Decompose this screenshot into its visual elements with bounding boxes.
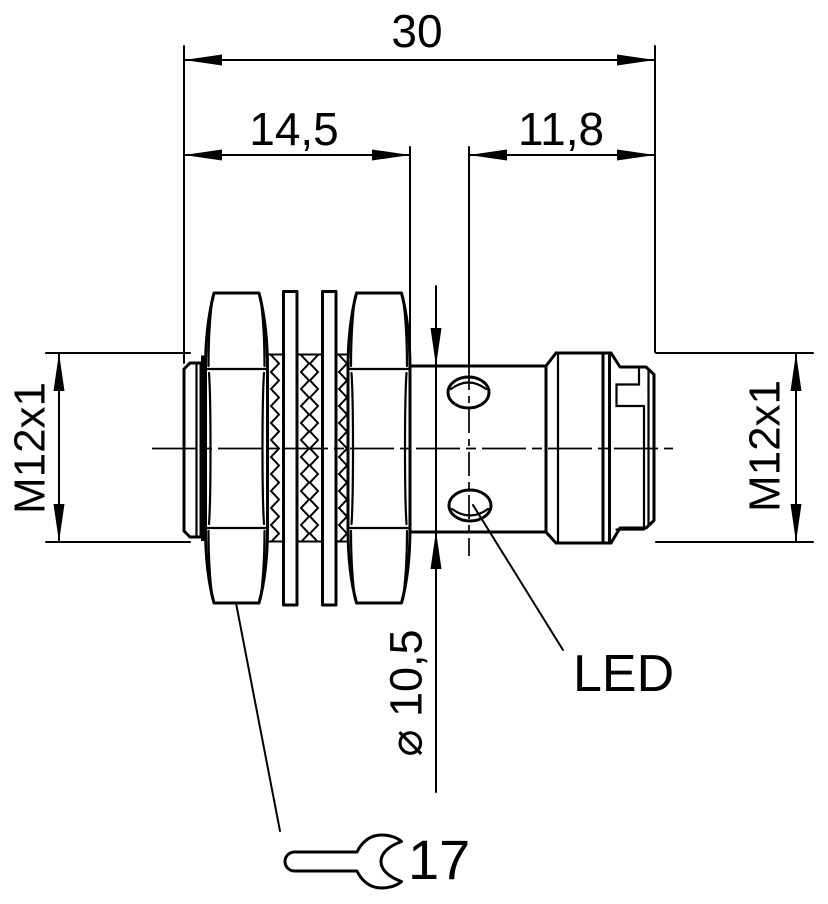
wrench-size-label: 17 [408, 828, 470, 891]
arrowhead [430, 328, 442, 366]
arrowhead [184, 54, 222, 66]
arrowhead [53, 353, 65, 391]
arrowhead [430, 531, 442, 569]
arrowhead [184, 149, 222, 161]
dim-overall-length: 30 [183, 5, 656, 364]
dim-thread-section-label: 14,5 [249, 103, 339, 155]
dim-thread-left: M12x1 [6, 352, 191, 543]
dim-thread-right-label: M12x1 [741, 380, 790, 512]
dim-thread-section: 14,5 [183, 103, 411, 533]
arrowhead [53, 504, 65, 542]
arrowhead [469, 149, 507, 161]
connector-plug [544, 351, 656, 545]
arrowhead [372, 149, 410, 161]
dim-thread-left-label: M12x1 [6, 382, 55, 514]
led-callout: LED [472, 504, 674, 703]
body-tube [408, 364, 548, 534]
wrench-leader-line [235, 602, 281, 832]
led-leader-line [472, 504, 564, 651]
led-hole-upper [446, 375, 491, 410]
led-label: LED [573, 645, 674, 703]
dim-body-diameter: ⌀ 10,5 [381, 285, 442, 793]
dim-connector-section-label: 11,8 [518, 103, 604, 155]
arrowhead [617, 54, 655, 66]
dim-thread-right: M12x1 [655, 352, 814, 543]
arrowhead [617, 149, 655, 161]
wrench-callout: 17 [235, 602, 470, 891]
dim-body-diameter-label: ⌀ 10,5 [381, 629, 432, 756]
arrowhead [790, 353, 802, 391]
dim-overall-length-label: 30 [391, 5, 442, 57]
dim-connector-section: 11,8 [468, 103, 656, 367]
connector-keyway [615, 365, 646, 531]
arrowhead [790, 504, 802, 542]
wrench-icon [283, 833, 403, 890]
led-hole-lower [447, 488, 493, 523]
